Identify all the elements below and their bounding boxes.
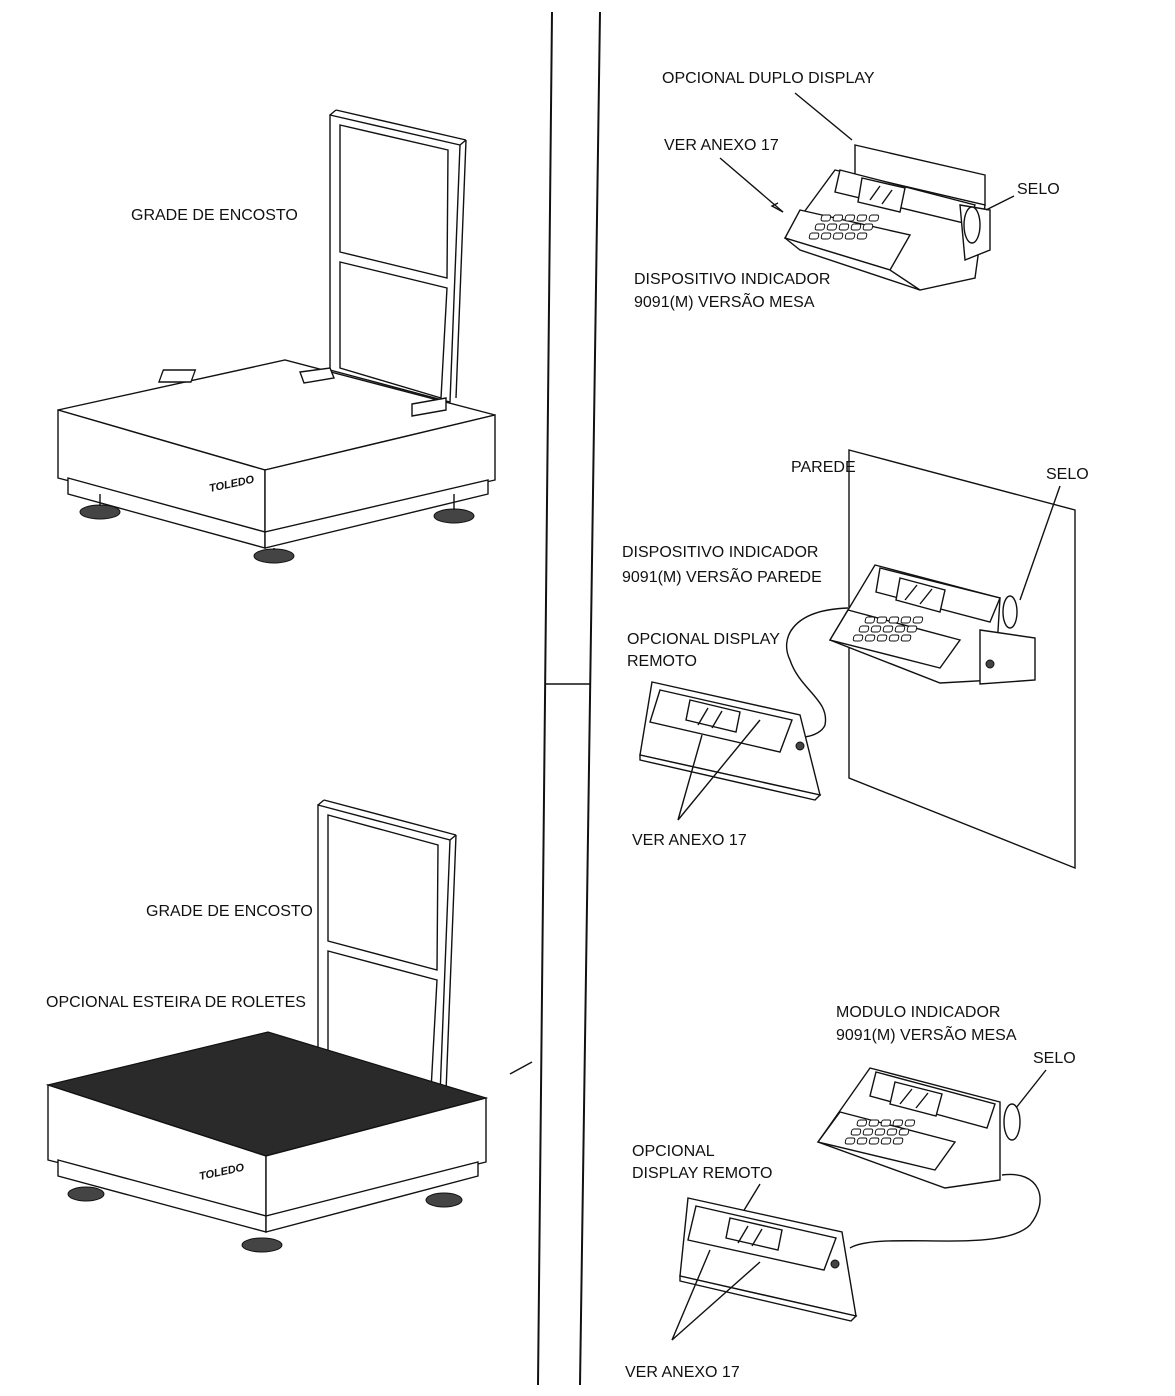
label-anexo-3: VER ANEXO 17 [625,1364,740,1381]
platform-scale-top [57,109,496,564]
label-mesa-line2: 9091(M) VERSÃO MESA [634,291,815,311]
label-mesa-line1: DISPOSITIVO INDICADOR [634,271,830,288]
label-grade-encosto-bottom: GRADE DE ENCOSTO [146,903,313,920]
label-parede: PAREDE [791,459,856,476]
indicator-parede [828,564,1036,685]
remote-display-2 [679,1197,858,1322]
label-grade-encosto-top: GRADE DE ENCOSTO [131,207,298,224]
indicator-modulo [816,1067,1021,1189]
label-remoto2-line2: DISPLAY REMOTO [632,1165,772,1182]
label-remoto1-line2: REMOTO [627,653,697,670]
divider-right [579,11,601,1386]
label-remoto2-line1: OPCIONAL [632,1143,715,1160]
label-modulo-line2: 9091(M) VERSÃO MESA [836,1024,1017,1044]
label-esteira-roletes: OPCIONAL ESTEIRA DE ROLETES [46,994,306,1011]
label-selo-1: SELO [1017,181,1060,198]
label-anexo-1: VER ANEXO 17 [664,137,779,154]
indicator-mesa-top [783,144,991,291]
label-remoto1-line1: OPCIONAL DISPLAY [627,631,780,648]
label-selo-2: SELO [1046,466,1089,483]
remote-display-1 [639,681,822,801]
platform-scale-bottom [45,799,489,1253]
label-anexo-2: VER ANEXO 17 [632,832,747,849]
label-parede-line1: DISPOSITIVO INDICADOR [622,544,818,561]
label-duplo-display: OPCIONAL DUPLO DISPLAY [662,70,875,87]
label-selo-3: SELO [1033,1050,1076,1067]
label-parede-line2: 9091(M) VERSÃO PAREDE [622,566,822,586]
label-modulo-line1: MODULO INDICADOR [836,1004,1000,1021]
divider-left [537,11,553,1386]
